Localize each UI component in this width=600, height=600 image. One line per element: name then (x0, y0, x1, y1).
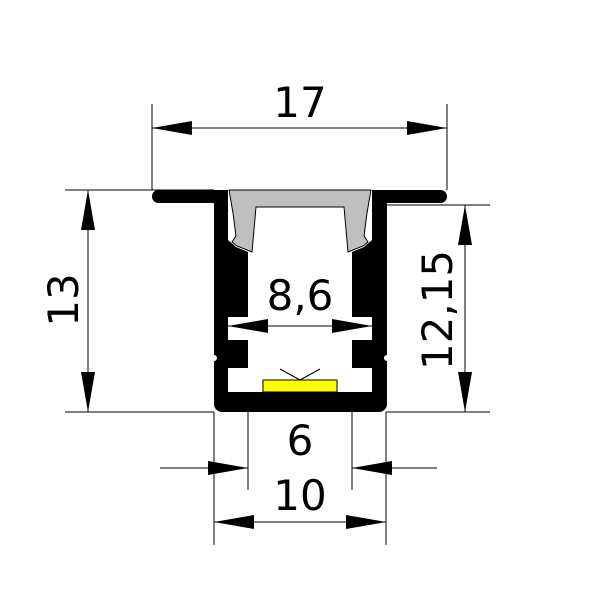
dimension-width-total: 17 (151, 78, 448, 190)
diffuser-cover (228, 189, 372, 253)
led-strip (262, 368, 338, 393)
dimension-inner-width: 8,6 (228, 271, 372, 333)
dimension-led-width: 6 (160, 392, 437, 490)
dimension-label-6: 6 (287, 416, 314, 465)
dimension-label-12-15: 12,15 (413, 250, 462, 370)
dimension-label-17: 17 (273, 78, 326, 127)
dimension-label-10: 10 (273, 471, 326, 520)
dimension-body-width: 10 (213, 412, 387, 545)
dimension-height-total: 13 (39, 189, 214, 413)
dimension-height-inner: 12,15 (386, 204, 490, 413)
dimension-label-8-6: 8,6 (267, 271, 334, 320)
aluminium-profile (152, 190, 447, 412)
dimension-label-13: 13 (39, 273, 88, 326)
